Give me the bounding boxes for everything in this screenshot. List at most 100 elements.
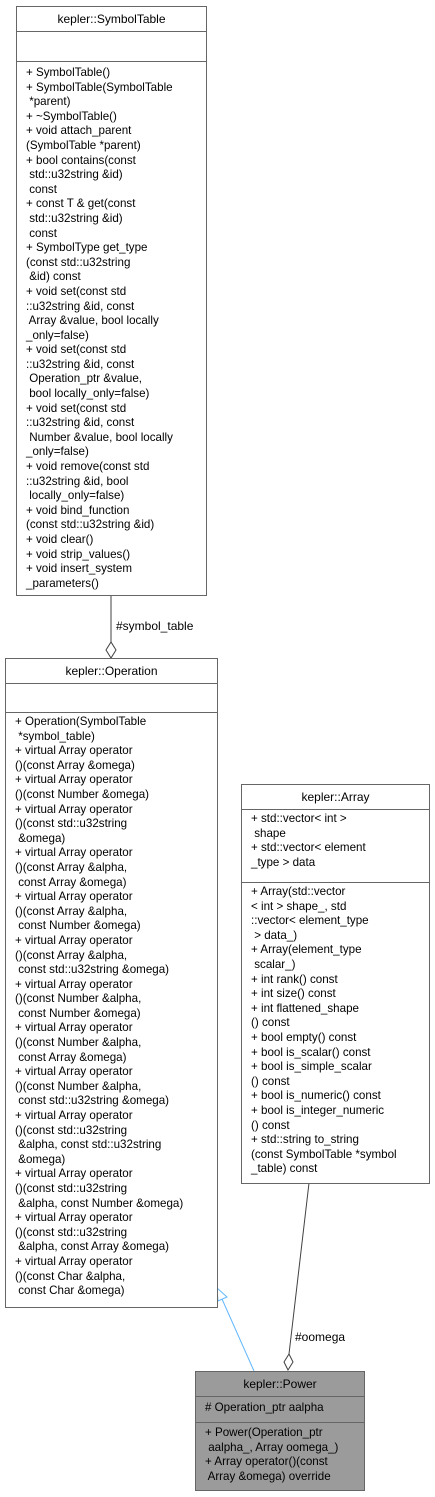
array-method: > data_) [251,928,298,942]
operation-class-title: kepler::Operation [6,659,217,684]
symbol-table-method: ::u32string &id, bool [26,474,129,488]
operation-class-box[interactable]: kepler::Operation + Operation(SymbolTabl… [5,658,218,1308]
symbol-table-class-box[interactable]: kepler::SymbolTable + SymbolTable()+ Sym… [16,6,207,596]
power-method: aalpha_, Array oomega_) [205,1440,339,1454]
symbol-table-method: (const std::u32string &id) [26,518,155,532]
array-class-title: kepler::Array [242,785,429,810]
operation-method: + virtual Array operator [15,933,133,947]
symbol-table-method: + SymbolTable() [26,66,111,79]
array-method: ::vector< element_type [251,914,369,928]
symbol-table-method: Array &value, bool locally [26,314,159,328]
array-method: () const [251,1016,290,1030]
operation-method: &alpha, const Number &omega) [15,1196,184,1210]
operation-method: + virtual Array operator [15,1211,133,1225]
symbol-table-method: locally_only=false) [26,489,125,503]
symbol-table-method: + void attach_parent [26,124,132,138]
power-method: + Array operator()(const [205,1455,328,1469]
operation-method: + virtual Array operator [15,744,133,758]
operation-method: const Array &omega) [15,1050,127,1064]
symbol-table-method: + void clear() [26,533,94,546]
symbol-table-method: const [26,182,57,196]
symbol-table-method: + void set(const std [26,401,127,415]
operation-method: + virtual Array operator [15,890,133,904]
symbol-table-method: (SymbolTable *parent) [26,138,141,152]
array-methods: + Array(std::vector< int > shape_, std::… [242,882,429,1183]
operation-method: ()(const std::u32string [15,1123,128,1137]
power-attributes: # Operation_ptr aalpha [196,1396,364,1422]
symbol-table-method: std::u32string &id) [26,168,123,182]
inheritance-arrowhead [216,1286,228,1302]
symbol-table-method: Number &value, bool locally [26,430,173,444]
array-method: (const SymbolTable *symbol [251,1147,397,1161]
operation-method: ()(const Number &alpha, [15,1036,142,1050]
operation-method: + virtual Array operator [15,1254,133,1268]
symbol-table-method: + void strip_values() [26,547,131,561]
operation-method: + virtual Array operator [15,1109,133,1123]
operation-method: + virtual Array operator [15,1021,133,1035]
array-method: + bool empty() const [251,1030,357,1044]
symbol-table-method: + void bind_function [26,503,130,517]
symbol-table-method: ::u32string &id, const [26,416,135,430]
operation-method: ()(const Number &alpha, [15,1079,142,1093]
symbol-table-attributes [17,31,206,61]
operation-method: const std::u32string &omega) [15,963,170,977]
operation-method: + virtual Array operator [15,773,133,787]
array-attribute: _type > data [251,855,316,869]
array-method: + int rank() const [251,972,338,986]
operation-method: + virtual Array operator [15,1167,133,1181]
operation-method: ()(const Array &alpha, [15,904,128,918]
symbol-table-method: + bool contains(const [26,153,136,167]
operation-method: &omega) [15,831,66,845]
power-class-title: kepler::Power [196,1372,364,1397]
operation-method: + virtual Array operator [15,1065,133,1079]
array-method: () const [251,1118,290,1132]
operation-method: *symbol_table) [15,729,95,743]
array-method: + bool is_numeric() const [251,1089,381,1103]
operation-method: const Char &omega) [15,1284,125,1298]
array-method: + Array(std::vector [251,885,346,898]
array-method: + Array(element_type [251,943,362,957]
array-class-box[interactable]: kepler::Array + std::vector< int > shape… [241,784,430,1184]
oomega-edge-label: #oomega [295,1330,346,1344]
symbol-table-method: + void set(const std [26,343,127,357]
array-method: < int > shape_, std [251,899,347,913]
array-attribute: shape [251,826,286,840]
oomega-diamond [283,1352,294,1372]
array-attribute: + std::vector< int > [251,812,347,825]
array-method: + bool is_scalar() const [251,1045,371,1059]
symbol-table-method: _parameters() [26,576,99,590]
array-method: + bool is_integer_numeric [251,1103,385,1117]
symbol-table-class-title: kepler::SymbolTable [17,7,206,32]
operation-method: ()(const Array &alpha, [15,948,128,962]
power-method: + Power(Operation_ptr [205,1426,323,1439]
power-methods: + Power(Operation_ptr aalpha_, Array oom… [196,1422,364,1490]
operation-method: &alpha, const Array &omega) [15,1240,170,1254]
symbol-table-diamond [105,641,117,659]
operation-method: ()(const std::u32string [15,817,128,831]
operation-method: &alpha, const std::u32string [15,1138,162,1152]
power-class-box[interactable]: kepler::Power # Operation_ptr aalpha + P… [195,1371,365,1491]
array-method: + std::string to_string [251,1133,359,1147]
operation-method: ()(const Number &omega) [15,787,150,801]
operation-attributes [6,683,217,712]
symbol-table-method: + void set(const std [26,284,127,298]
symbol-table-method: Operation_ptr &value, [26,372,143,386]
symbol-table-method: + const T & get(const [26,197,136,211]
operation-method: const Number &omega) [15,919,141,933]
operation-methods: + Operation(SymbolTable *symbol_table)+ … [6,712,217,1307]
symbol-table-method: bool locally_only=false) [26,387,150,401]
array-method: + int flattened_shape [251,1001,359,1015]
operation-method: ()(const Char &alpha, [15,1269,126,1283]
symbol-table-methods: + SymbolTable()+ SymbolTable(SymbolTable… [17,61,206,595]
operation-method: ()(const std::u32string [15,1225,128,1239]
operation-method: + virtual Array operator [15,846,133,860]
operation-method: &omega) [15,1152,66,1166]
array-attributes: + std::vector< int > shape+ std::vector<… [242,809,429,882]
array-method: () const [251,1074,290,1088]
symbol-table-method: _only=false) [26,445,89,459]
operation-method: + virtual Array operator [15,977,133,991]
operation-method: + Operation(SymbolTable [15,715,147,728]
operation-method: ()(const Number &alpha, [15,992,142,1006]
symbol-table-method: + void insert_system [26,562,132,576]
operation-method: const std::u32string &omega) [15,1094,170,1108]
